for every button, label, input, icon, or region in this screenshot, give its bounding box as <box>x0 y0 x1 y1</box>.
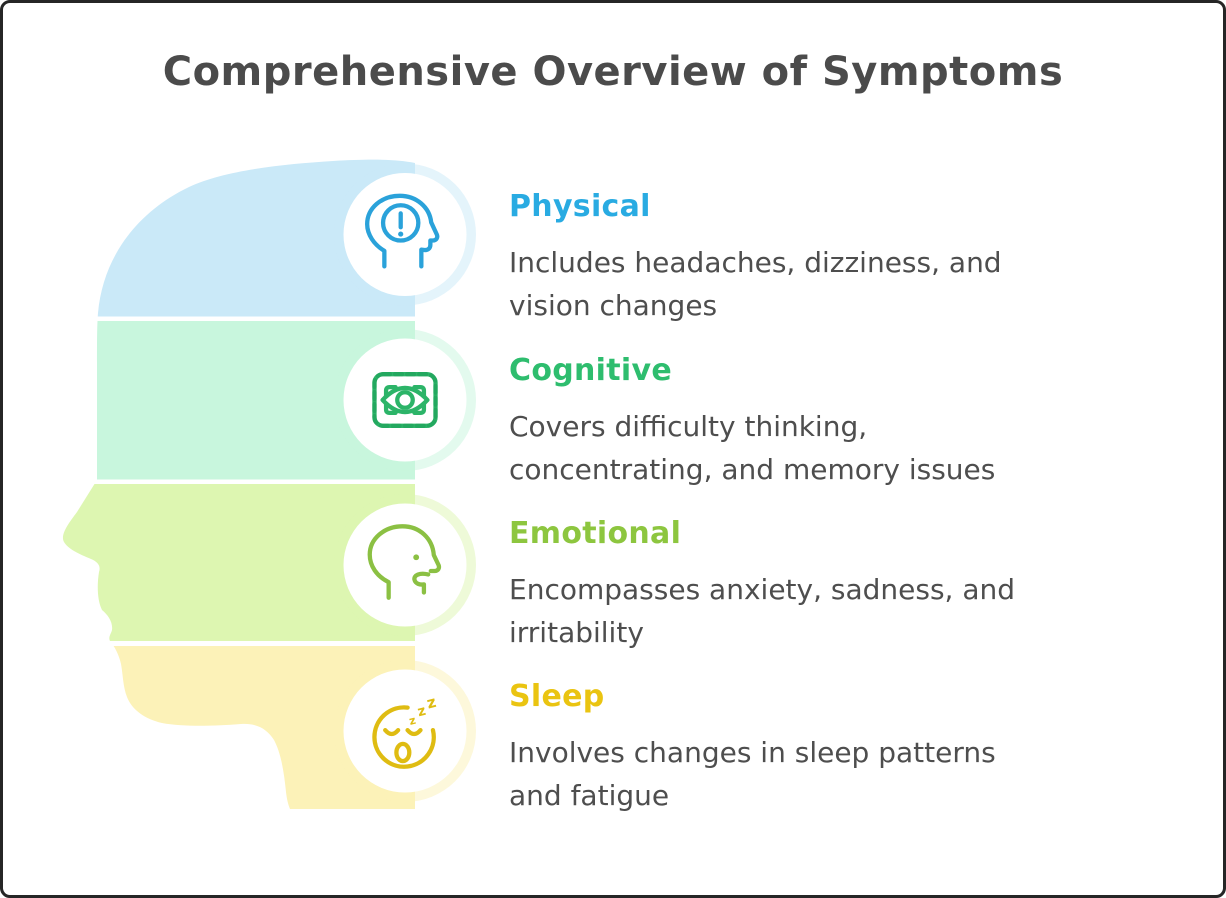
section-heading-physical: Physical <box>509 189 651 224</box>
head-silhouette-graphic: z z z <box>62 159 476 810</box>
sleeping-face-icon: z z z <box>372 693 438 769</box>
section-description-cognitive: Covers difficulty thinking, concentratin… <box>509 405 1149 491</box>
eye-scan-icon <box>372 372 438 428</box>
section-sleep: Sleep Involves changes in sleep patterns… <box>509 679 1149 817</box>
zzz-large: z <box>425 693 438 713</box>
medallion-cognitive <box>343 338 467 462</box>
description-line: concentrating, and memory issues <box>509 453 996 486</box>
description-line: Covers difficulty thinking, <box>509 410 868 443</box>
medallion-emotional <box>343 503 467 627</box>
description-line: irritability <box>509 616 644 649</box>
description-line: and fatigue <box>509 779 670 812</box>
zzz-medium: z <box>416 703 428 720</box>
section-description-emotional: Encompasses anxiety, sadness, and irrita… <box>509 568 1149 654</box>
medallion-physical <box>343 173 467 296</box>
description-line: Includes headaches, dizziness, and <box>509 246 1002 279</box>
section-description-physical: Includes headaches, dizziness, and visio… <box>509 241 1149 327</box>
description-line: vision changes <box>509 289 718 322</box>
section-emotional: Emotional Encompasses anxiety, sadness, … <box>509 516 1149 654</box>
medallion-sleep <box>343 669 467 793</box>
description-line: Encompasses anxiety, sadness, and <box>509 573 1016 606</box>
zzz-small: z <box>408 714 417 728</box>
description-line: Involves changes in sleep patterns <box>509 736 996 769</box>
section-cognitive: Cognitive Covers difficulty thinking, co… <box>509 353 1149 491</box>
section-heading-cognitive: Cognitive <box>509 353 672 388</box>
page-title: Comprehensive Overview of Symptoms <box>162 49 1064 95</box>
section-physical: Physical Includes headaches, dizziness, … <box>509 189 1149 327</box>
sad-head-profile-icon <box>367 524 442 600</box>
section-description-sleep: Involves changes in sleep patterns and f… <box>509 731 1149 817</box>
section-heading-emotional: Emotional <box>509 516 682 551</box>
head-alert-icon <box>365 193 440 269</box>
section-heading-sleep: Sleep <box>509 679 605 714</box>
